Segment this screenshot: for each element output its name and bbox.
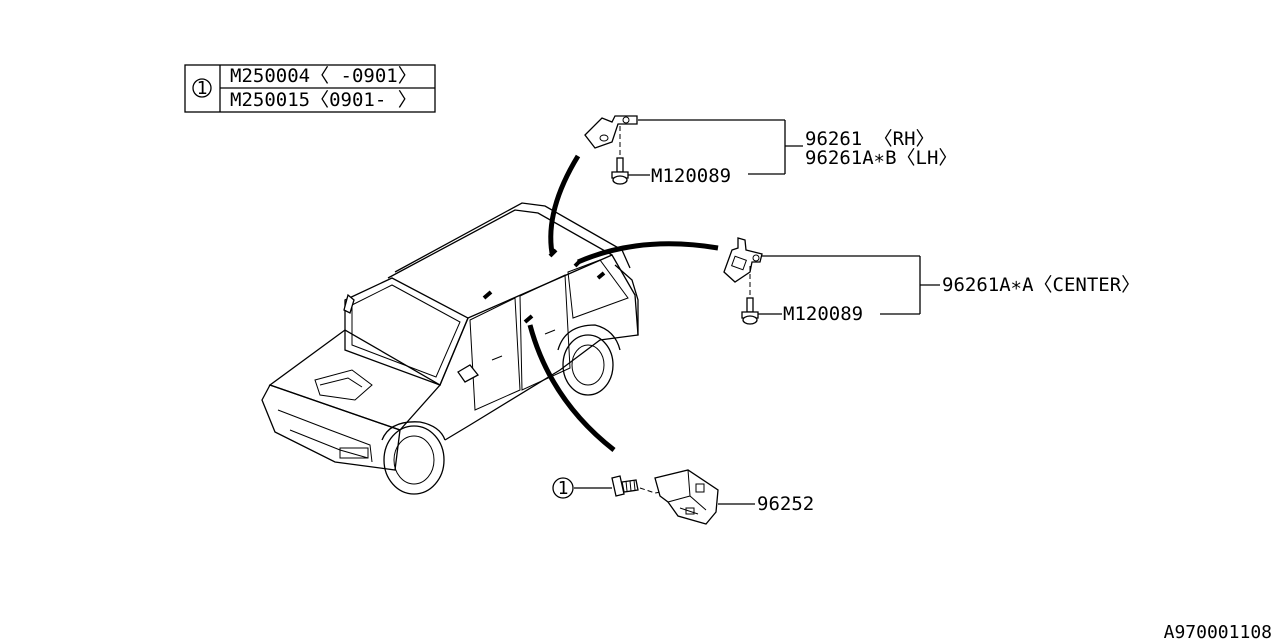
screw-icon	[611, 475, 639, 497]
label-rh: 96261 〈RH〉	[805, 128, 935, 150]
pointer-to-rh	[548, 154, 581, 254]
pointer-to-bottom	[527, 324, 616, 452]
vehicle-outline-icon	[261, 202, 639, 495]
legend-table: 1 M250004〈 -0901〉 M250015〈0901- 〉	[184, 64, 436, 113]
bracket-center-group: 96261A∗A〈CENTER〉 M120089	[723, 237, 1140, 325]
legend-row-2: M250015〈0901- 〉	[230, 89, 417, 111]
label-part-bottom: 96252	[757, 493, 814, 515]
label-bolt-center: M120089	[783, 303, 863, 325]
callout-bottom: 1	[558, 478, 569, 499]
legend-row-1: M250004〈 -0901〉	[230, 65, 417, 87]
legend-index: 1	[197, 78, 208, 99]
bolt-icon	[611, 157, 629, 185]
diagram-code: A970001108	[1164, 622, 1272, 640]
bolt-center-icon	[741, 297, 759, 325]
label-lh: 96261A∗B〈LH〉	[805, 147, 957, 169]
bracket-rh-group: 96261 〈RH〉 96261A∗B〈LH〉 M120089	[584, 115, 957, 187]
callout-circle	[552, 477, 574, 499]
clip-bottom-group: 1 96252	[552, 469, 814, 525]
pointer-to-center	[577, 241, 719, 265]
bracket-center-icon	[723, 237, 763, 283]
label-bolt-rh: M120089	[651, 165, 731, 187]
clip-icon	[654, 469, 719, 525]
bracket-icon	[584, 115, 638, 149]
legend-index-circle	[192, 78, 212, 98]
label-center: 96261A∗A〈CENTER〉	[942, 274, 1140, 296]
